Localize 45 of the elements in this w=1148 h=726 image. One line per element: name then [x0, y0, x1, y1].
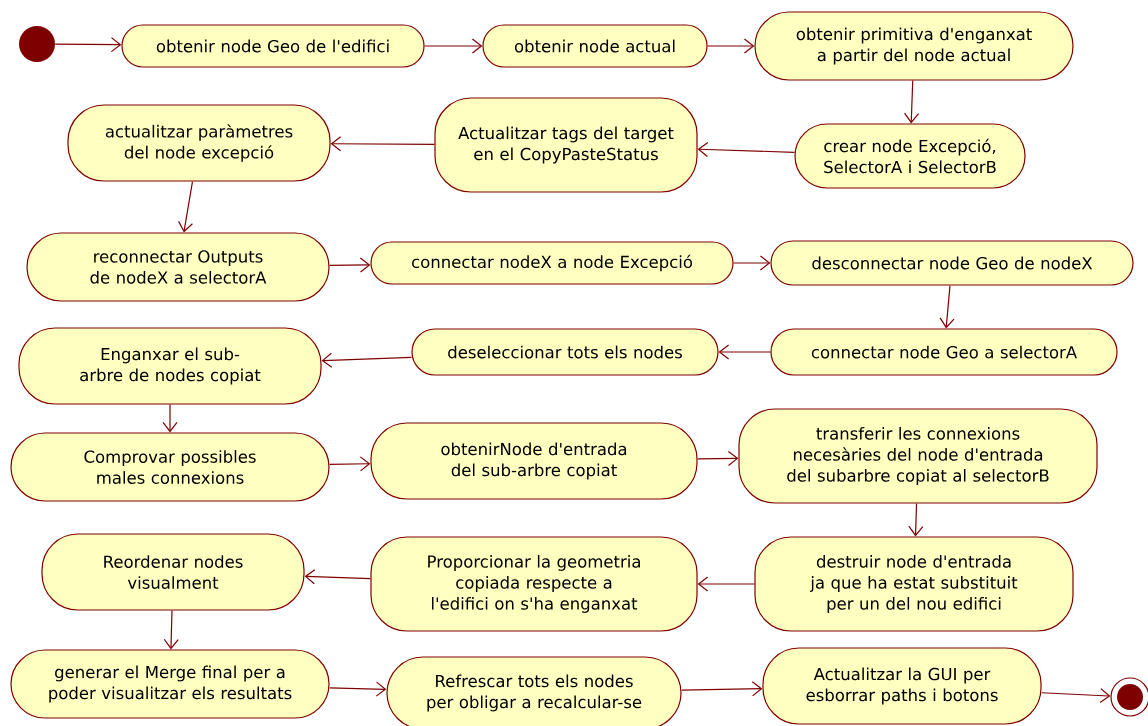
- action-box: connectar nodeX a node Excepció: [370, 241, 734, 285]
- action-box: crear node Excepció, SelectorA i SelectorB: [794, 123, 1026, 189]
- arrow: [733, 255, 771, 271]
- action-box: Refrescar tots els nodes per obligar a recalcular-se: [386, 656, 682, 726]
- action-box: Reordenar nodes visualment: [41, 533, 305, 611]
- action-box: Actualitzar tags del target en el CopyPasteStatus: [434, 97, 698, 193]
- action-box: obtenirNode d'entrada del sub-arbre copiat: [370, 422, 698, 500]
- action-box: deseleccionar tots els nodes: [411, 328, 719, 376]
- action-box: obtenir primitiva d'enganxat a partir del node actual: [754, 11, 1074, 81]
- action-box: destruir node d'entrada ja que ha estat substituit per un del nou edifici: [754, 536, 1074, 632]
- start-node: [19, 26, 55, 62]
- action-box: desconnectar node Geo de nodeX: [770, 240, 1134, 286]
- arrow: [321, 352, 412, 368]
- action-box: Proporcionar la geometria copiada respecte a l'edifici on s'ha enganxat: [370, 536, 698, 632]
- arrow: [681, 681, 763, 697]
- arrow: [304, 569, 371, 585]
- action-box: obtenir node actual: [482, 24, 708, 68]
- arrow: [178, 181, 194, 233]
- end-node: [1110, 677, 1148, 717]
- action-box: obtenir node Geo de l'edifici: [121, 24, 425, 68]
- arrow: [697, 576, 755, 592]
- arrow: [329, 681, 387, 697]
- arrow: [330, 136, 435, 152]
- action-box: generar el Merge final per a poder visualitzar els resultats: [10, 649, 330, 719]
- action-box: Actualitzar la GUI per esborrar paths i botons: [762, 647, 1042, 725]
- arrow: [697, 141, 795, 158]
- arrow: [329, 257, 371, 273]
- arrow: [163, 610, 179, 650]
- action-box: connectar node Geo a selectorA: [770, 328, 1118, 376]
- action-box: transferir les connexions necesàries del node d'entrada del subarbre copiat al selectorB: [738, 408, 1098, 504]
- action-box: reconnectar Outputs de nodeX a selectorA: [26, 232, 330, 302]
- arrow: [697, 450, 739, 467]
- action-box: actualitzar paràmetres del node excepció: [67, 104, 331, 182]
- arrow: [903, 80, 920, 124]
- arrow: [718, 344, 771, 360]
- action-box: Enganxar el sub-arbre de nodes copiat: [18, 327, 322, 405]
- arrow: [1041, 688, 1111, 704]
- arrow: [424, 38, 483, 54]
- arrow: [162, 404, 178, 433]
- arrow: [707, 38, 755, 54]
- arrow: [939, 285, 955, 329]
- arrow: [54, 37, 122, 53]
- action-box: Comprovar possibles males connexions: [10, 432, 330, 502]
- arrow: [908, 503, 924, 537]
- arrow: [329, 456, 371, 472]
